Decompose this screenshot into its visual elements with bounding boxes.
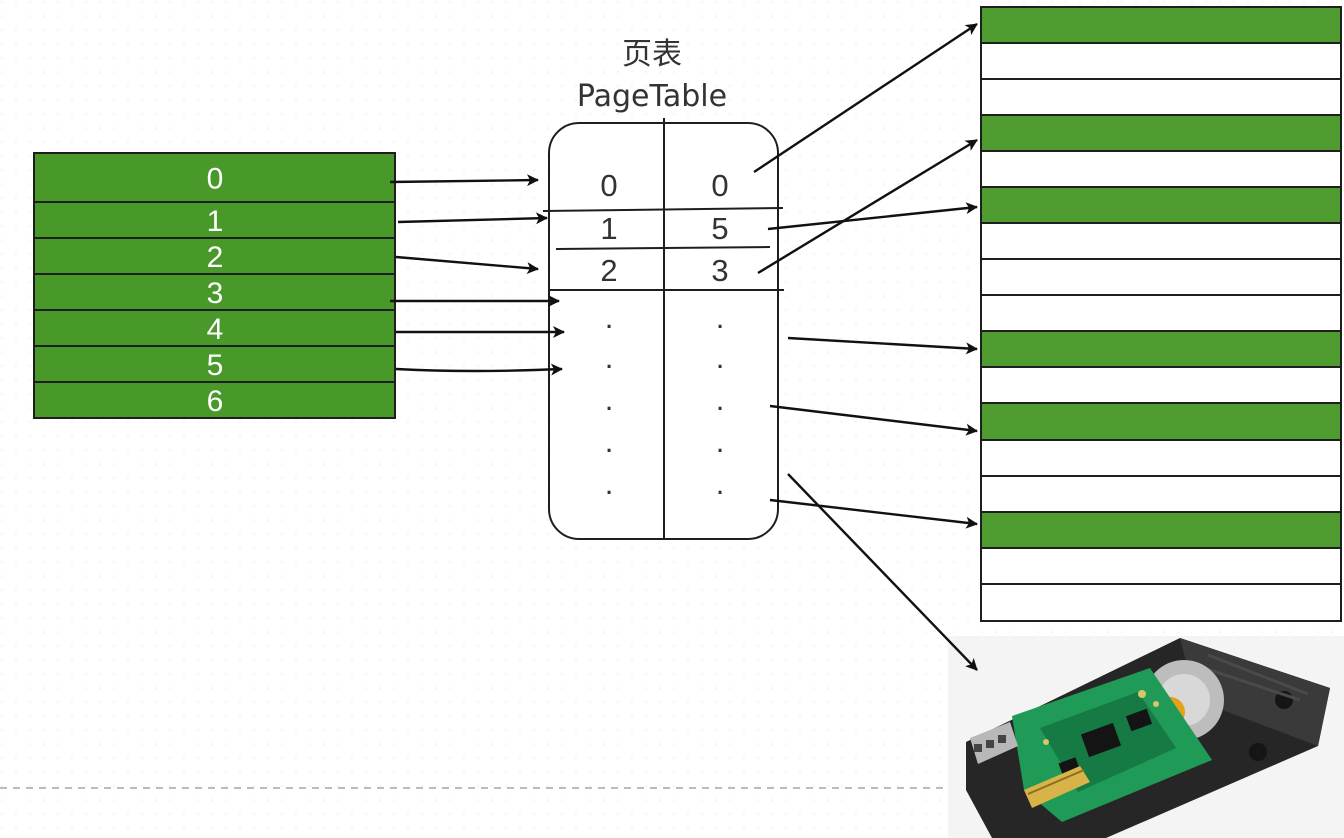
physical-frame-free [980, 583, 1342, 622]
virtual-page-label: 2 [207, 241, 224, 274]
physical-frame-free [980, 366, 1342, 404]
arrow [397, 212, 548, 225]
ellipsis-dot: . [605, 300, 614, 335]
page-table-row-line [555, 246, 771, 250]
virtual-page-label: 4 [207, 313, 224, 346]
ellipsis-dot: . [605, 466, 614, 501]
page-number: 2 [600, 253, 617, 288]
arrow [769, 404, 978, 436]
ellipsis-dot: . [605, 424, 614, 459]
physical-frame-used [980, 114, 1342, 152]
page-table-entries: 0 0 1 5 2 3.......... [600, 168, 728, 501]
virtual-page-label: 3 [207, 277, 224, 310]
physical-frame-used [980, 402, 1342, 441]
physical-frame-free [980, 258, 1342, 296]
frame-number: 0 [711, 168, 728, 203]
ellipsis-dot: . [716, 424, 725, 459]
page-number: 0 [600, 168, 617, 203]
ellipsis-dot: . [716, 340, 725, 375]
virtual-page-4 [33, 309, 396, 347]
virtual-page-6 [33, 381, 396, 419]
physical-frame-free [980, 42, 1342, 80]
vpage-to-pagetable-arrows [389, 174, 565, 376]
ellipsis-dot: . [716, 382, 725, 417]
virtual-page-1 [33, 201, 396, 239]
page-table: 页表 PageTable 0 0 1 5 2 3.......... [542, 37, 784, 540]
physical-frame-free [980, 78, 1342, 116]
physical-frame-used [980, 511, 1342, 549]
virtual-page-3 [33, 273, 396, 311]
physical-frame-used [980, 330, 1342, 368]
arrow [753, 23, 978, 173]
pagetable-to-frame-arrows [753, 23, 978, 671]
physical-frame-free [980, 475, 1342, 513]
virtual-page-label: 6 [207, 385, 224, 418]
physical-frame-free [980, 294, 1342, 332]
physical-frame-free [980, 222, 1342, 260]
physical-frame-free [980, 439, 1342, 477]
arrow [767, 202, 978, 231]
virtual-page-label: 0 [207, 163, 224, 196]
arrow [787, 336, 978, 355]
frame-number: 5 [711, 211, 728, 246]
physical-frame-used [980, 6, 1342, 44]
ellipsis-dot: . [716, 466, 725, 501]
virtual-page-label: 5 [207, 349, 224, 382]
page-table-title-cn: 页表 [622, 37, 682, 72]
arrow [769, 498, 978, 529]
arrow [757, 138, 978, 275]
ellipsis-dot: . [605, 382, 614, 417]
page-table-row-line [542, 207, 784, 212]
page-number: 1 [600, 211, 617, 246]
physical-frame-used [980, 186, 1342, 224]
ellipsis-dot: . [716, 300, 725, 335]
frame-number: 3 [711, 253, 728, 288]
arrow [395, 363, 563, 376]
virtual-page-label: 1 [207, 205, 224, 238]
page-table-title-en: PageTable [577, 79, 727, 114]
physical-frame-free [980, 150, 1342, 188]
arrow [395, 255, 539, 275]
physical-frame-free [980, 547, 1342, 585]
hard-disk-icon [948, 636, 1344, 838]
arrow [787, 473, 978, 671]
ellipsis-dot: . [605, 340, 614, 375]
arrow [389, 174, 539, 187]
virtual-page-0 [33, 152, 396, 203]
physical-memory [980, 6, 1342, 622]
